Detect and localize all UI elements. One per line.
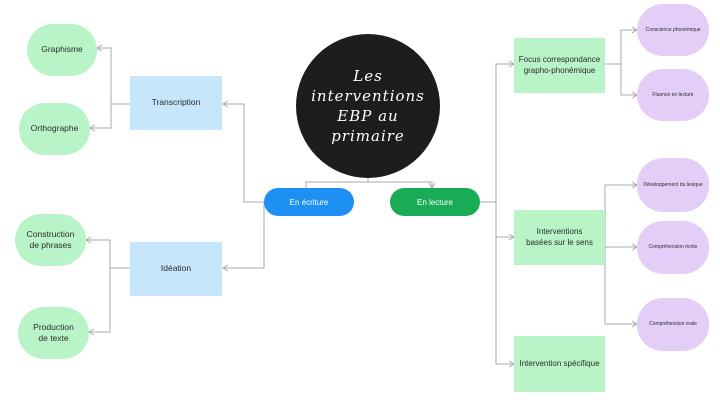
node-transcription[interactable]: Transcription	[130, 76, 222, 130]
leaf-orthographe[interactable]: Orthographe	[19, 103, 90, 155]
leaf-construction-phrases[interactable]: Construction de phrases	[15, 214, 86, 266]
leaf-comprehension-ecrite[interactable]: Compréhension écrite	[637, 221, 709, 274]
leaf-developpement-lexique[interactable]: Développement du lexique	[637, 158, 709, 212]
leaf-conscience-phonemique[interactable]: Conscience phonémique	[637, 4, 709, 56]
leaf-fluence-lecture[interactable]: Fluence en lecture	[637, 69, 709, 121]
node-interventions-sens[interactable]: Interventions basées sur le sens	[514, 210, 605, 265]
leaf-production-texte[interactable]: Production de texte	[18, 307, 89, 359]
node-ideation[interactable]: Idéation	[130, 242, 222, 296]
branch-ecriture[interactable]: En écriture	[264, 188, 354, 216]
node-intervention-specifique[interactable]: Intervention spécifique	[514, 336, 605, 392]
leaf-comprehension-orale[interactable]: Compréhension orale	[637, 298, 709, 351]
node-focus-grapho[interactable]: Focus correspondance grapho-phonémique	[514, 38, 605, 93]
diagram-title: Les interventions EBP au primaire	[296, 34, 440, 178]
leaf-graphisme[interactable]: Graphisme	[27, 24, 97, 76]
branch-lecture[interactable]: En lecture	[390, 188, 480, 216]
